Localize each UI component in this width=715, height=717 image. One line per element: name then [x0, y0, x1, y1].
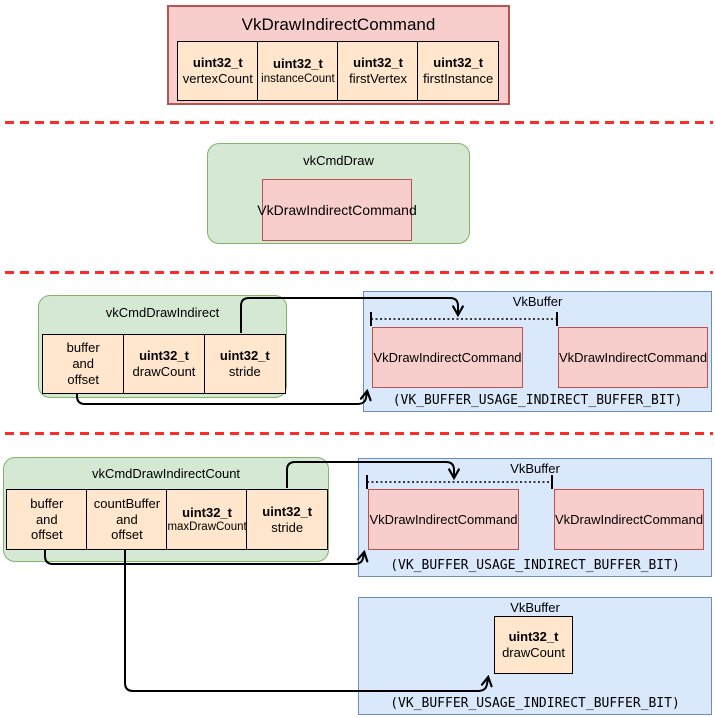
buffer-command-box: VkDrawIndirectCommand: [558, 327, 708, 388]
cmd-draw-box: vkCmdDraw VkDrawIndirectCommand: [207, 143, 470, 244]
vkbuffer-indirect-box: VkBuffer VkDrawIndirectCommand VkDrawInd…: [363, 291, 712, 412]
param-line: buffer: [66, 340, 100, 356]
field-vertexcount: uint32_t vertexCount: [177, 41, 259, 101]
buffer-command-box: VkDrawIndirectCommand: [368, 489, 519, 550]
buffer-usage-caption: (VK_BUFFER_USAGE_INDIRECT_BUFFER_BIT): [390, 558, 680, 573]
field-type: uint32_t: [508, 628, 559, 644]
vkbuffer-title: VkBuffer: [510, 461, 560, 476]
param-type: uint32_t: [139, 348, 189, 364]
field-name: drawCount: [502, 645, 565, 660]
field-type: uint32_t: [433, 55, 484, 71]
buffer-drawcount-cell: uint32_t drawCount: [494, 616, 573, 674]
field-firstinstance: uint32_t firstInstance: [417, 41, 499, 101]
field-type: uint32_t: [353, 55, 403, 71]
param-line: and: [72, 356, 95, 372]
param-type: uint32_t: [182, 504, 232, 520]
cmd-draw-indirect-title: vkCmdDrawIndirect: [105, 305, 220, 320]
vkbuffer-title: VkBuffer: [512, 294, 563, 309]
struct-title: VkDrawIndirectCommand: [241, 15, 436, 34]
cmd-draw-command-box: VkDrawIndirectCommand: [257, 179, 417, 241]
buffer-usage-caption: (VK_BUFFER_USAGE_INDIRECT_BUFFER_BIT): [390, 696, 680, 711]
param-type: uint32_t: [219, 348, 270, 364]
struct-box-vkdrawindirectcommand: VkDrawIndirectCommand uint32_t vertexCou…: [167, 5, 510, 105]
field-name: firstVertex: [349, 71, 407, 86]
param-line: offset: [111, 527, 143, 543]
param-line: buffer: [30, 495, 64, 511]
param-line: offset: [67, 371, 99, 387]
field-name: vertexCount: [182, 71, 253, 86]
field-type: uint32_t: [273, 56, 323, 72]
param-name: maxDrawCount: [167, 521, 247, 534]
buffer-usage-caption: (VK_BUFFER_USAGE_INDIRECT_BUFFER_BIT): [392, 393, 683, 408]
cmd-draw-indirect-count-title: vkCmdDrawIndirectCount: [91, 466, 241, 481]
field-firstvertex: uint32_t firstVertex: [337, 41, 419, 101]
param-line: and: [35, 511, 58, 527]
cmd-draw-indirect-box: vkCmdDrawIndirect buffer and offset uint…: [38, 295, 287, 398]
param-line: countBuffer: [93, 495, 161, 511]
cmd-draw-title: vkCmdDraw: [303, 153, 374, 168]
param-line: offset: [31, 527, 63, 543]
param-line: and: [116, 511, 138, 527]
buffer-command-box: VkDrawIndirectCommand: [372, 327, 523, 388]
vkbuffer-count-box: VkBuffer uint32_t drawCount (VK_BUFFER_U…: [358, 597, 712, 715]
section-divider-2: [5, 271, 713, 274]
param-buffer-offset: buffer and offset: [42, 334, 125, 394]
cmd-draw-indirect-params-row: buffer and offset uint32_t drawCount uin…: [42, 334, 286, 394]
param-maxdrawcount: uint32_t maxDrawCount: [166, 489, 248, 550]
section-divider-1: [5, 121, 713, 124]
param-drawcount: uint32_t drawCount: [122, 334, 206, 394]
field-type: uint32_t: [192, 55, 243, 71]
struct-fields-row: uint32_t vertexCount uint32_t instanceCo…: [177, 41, 499, 101]
buffer-command-box: VkDrawIndirectCommand: [554, 489, 704, 550]
field-name: instanceCount: [261, 72, 335, 85]
param-stride: uint32_t stride: [203, 334, 286, 394]
vkbuffer-title: VkBuffer: [510, 600, 560, 615]
field-name: firstInstance: [423, 71, 494, 86]
cmd-draw-indirect-count-params-row: buffer and offset countBuffer and offset…: [6, 489, 328, 550]
param-name: drawCount: [132, 364, 196, 379]
param-stride: uint32_t stride: [246, 489, 328, 550]
field-instancecount: uint32_t instanceCount: [257, 41, 339, 101]
param-type: uint32_t: [262, 503, 313, 519]
param-buffer-offset: buffer and offset: [6, 489, 88, 550]
section-divider-3: [5, 432, 713, 435]
param-name: stride: [228, 364, 261, 379]
cmd-draw-indirect-count-box: vkCmdDrawIndirectCount buffer and offset…: [3, 457, 329, 562]
vkbuffer-indirect-count-box: VkBuffer VkDrawIndirectCommand VkDrawInd…: [358, 458, 712, 577]
param-countbuffer-offset: countBuffer and offset: [86, 489, 168, 550]
param-name: stride: [271, 519, 304, 535]
